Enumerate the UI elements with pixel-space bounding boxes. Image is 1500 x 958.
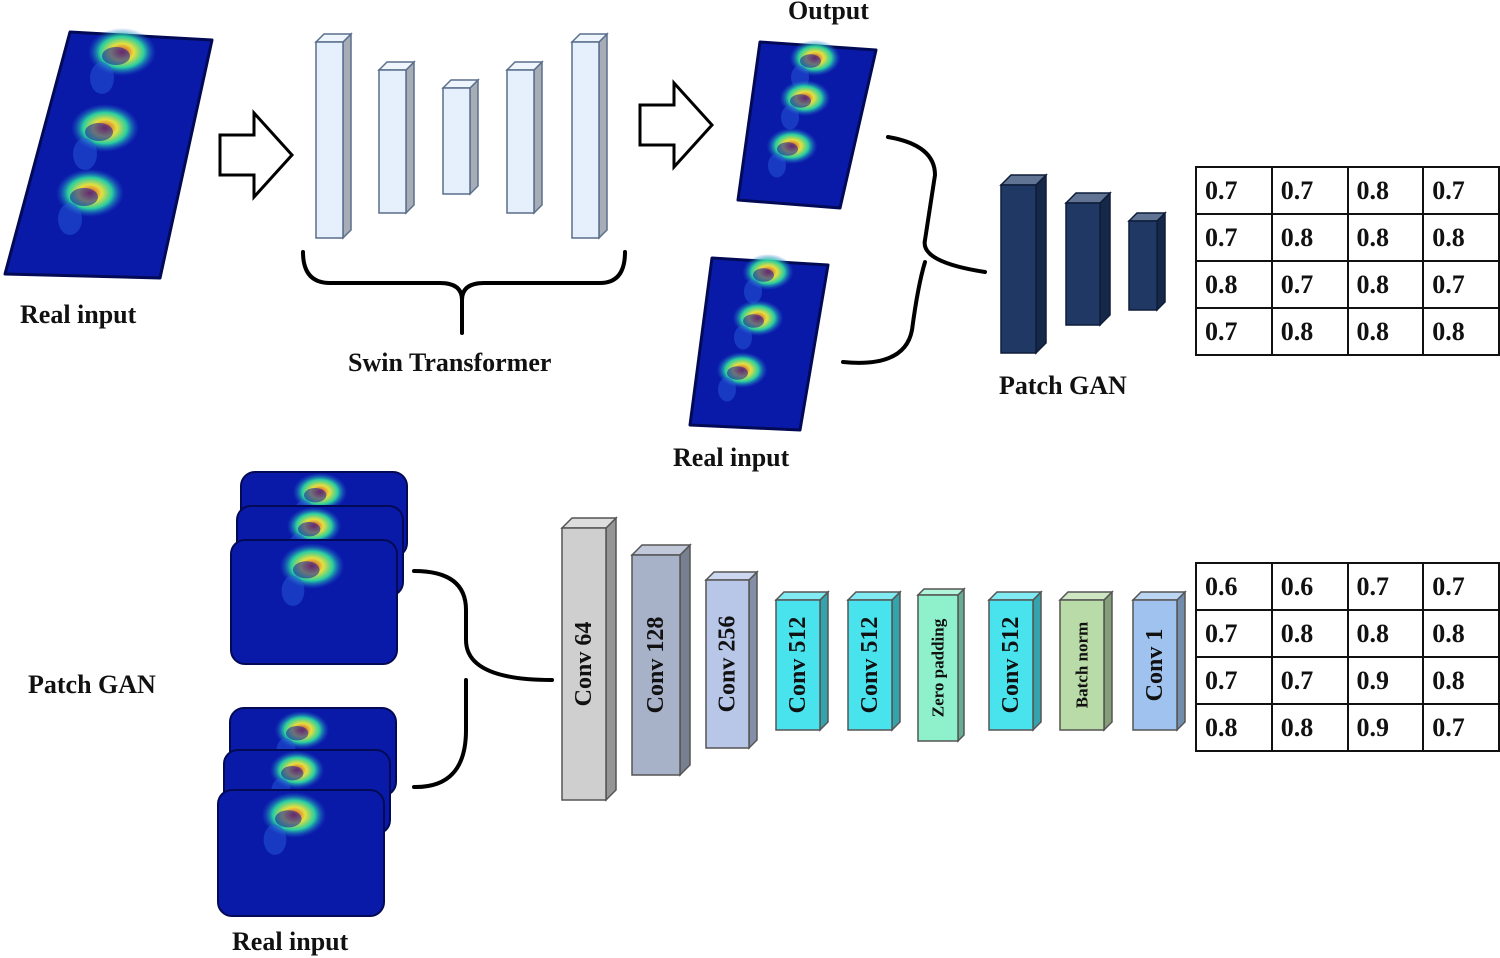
layer-label: Conv 512: [998, 617, 1024, 714]
swin-transformer-label: Swin Transformer: [348, 348, 552, 377]
layer-label: Conv 64: [571, 622, 597, 707]
layer-label: Zero padding: [929, 618, 948, 717]
grid-cell: 0.8: [1346, 609, 1425, 658]
real-input-scan-left: [3, 28, 214, 280]
merge-brace-top: [841, 135, 987, 365]
grid-cell: 0.8: [1195, 703, 1273, 752]
layer-conv-1: Conv 1: [1131, 590, 1187, 732]
patch-gan-bottom-label: Patch GAN: [28, 670, 156, 699]
grid-cell: 0.8: [1270, 703, 1349, 752]
real-input-bottom-label: Real input: [232, 927, 349, 956]
grid-cell: 0.6: [1195, 562, 1273, 611]
layer-label: Conv 128: [643, 617, 669, 714]
grid-cell: 0.8: [1422, 213, 1500, 262]
grid-cell: 0.7: [1195, 609, 1273, 658]
grid-cell: 0.7: [1270, 260, 1349, 309]
grid-cell: 0.7: [1195, 213, 1273, 262]
real-input-mid-label: Real input: [673, 443, 790, 472]
grid-cell: 0.7: [1346, 562, 1425, 611]
grid-cell: 0.8: [1346, 260, 1425, 309]
grid-cell: 0.8: [1270, 213, 1349, 262]
grid-cell: 0.8: [1195, 260, 1273, 309]
discriminator-block: [999, 173, 1048, 355]
grid-cell: 0.8: [1346, 213, 1425, 262]
grid-cell: 0.9: [1346, 703, 1425, 752]
arrow-right-icon: [218, 109, 295, 201]
layer-conv-128: Conv 128: [630, 543, 692, 777]
grid-cell: 0.8: [1422, 307, 1500, 356]
layer-label: Conv 512: [857, 617, 883, 714]
grid-cell: 0.7: [1270, 166, 1349, 215]
grid-cell: 0.7: [1422, 562, 1500, 611]
grid-cell: 0.8: [1346, 166, 1425, 215]
swin-block: [505, 60, 544, 215]
swin-transformer-brace: [301, 250, 627, 335]
swin-block: [314, 32, 353, 240]
discriminator-block: [1064, 191, 1112, 327]
grid-cell: 0.8: [1422, 609, 1500, 658]
patch-gan-top-label: Patch GAN: [999, 371, 1127, 400]
layer-conv-256: Conv 256: [704, 570, 759, 750]
grid-cell: 0.8: [1422, 656, 1500, 705]
swin-block: [441, 78, 480, 196]
grid-cell: 0.8: [1270, 609, 1349, 658]
layer-conv-64: Conv 64: [560, 516, 618, 802]
output-scan: [736, 40, 878, 210]
output-label: Output: [788, 0, 869, 25]
grid-cell: 0.8: [1270, 307, 1349, 356]
grid-cell: 0.9: [1346, 656, 1425, 705]
real-input-stack-bottom: [217, 707, 397, 917]
layer-label: Conv 512: [785, 617, 811, 714]
layer-zero-padding: Zero padding: [916, 587, 966, 743]
layer-batch-norm: Batch norm: [1058, 590, 1114, 732]
grid-cell: 0.7: [1195, 166, 1273, 215]
grid-cell: 0.7: [1422, 260, 1500, 309]
grid-cell: 0.6: [1270, 562, 1349, 611]
merge-brace-bottom: [412, 569, 554, 790]
grid-cell: 0.7: [1422, 703, 1500, 752]
arrow-right-icon: [638, 79, 715, 171]
layer-conv-512: Conv 512: [846, 590, 902, 732]
swin-block: [377, 60, 416, 215]
grid-cell: 0.7: [1195, 656, 1273, 705]
grid-cell: 0.7: [1270, 656, 1349, 705]
layer-label: Conv 1: [1142, 629, 1168, 702]
layer-label: Conv 256: [715, 616, 741, 713]
real-input-stack-top: [230, 471, 408, 665]
layer-conv-512: Conv 512: [987, 590, 1043, 732]
grid-cell: 0.7: [1422, 166, 1500, 215]
layer-label: Batch norm: [1073, 622, 1092, 708]
swin-block: [570, 32, 609, 240]
real-input-scan-mid: [688, 254, 830, 432]
layer-conv-512: Conv 512: [774, 590, 830, 732]
grid-cell: 0.7: [1195, 307, 1273, 356]
grid-cell: 0.8: [1346, 307, 1425, 356]
discriminator-block: [1127, 211, 1167, 312]
real-input-left-label: Real input: [20, 300, 137, 329]
